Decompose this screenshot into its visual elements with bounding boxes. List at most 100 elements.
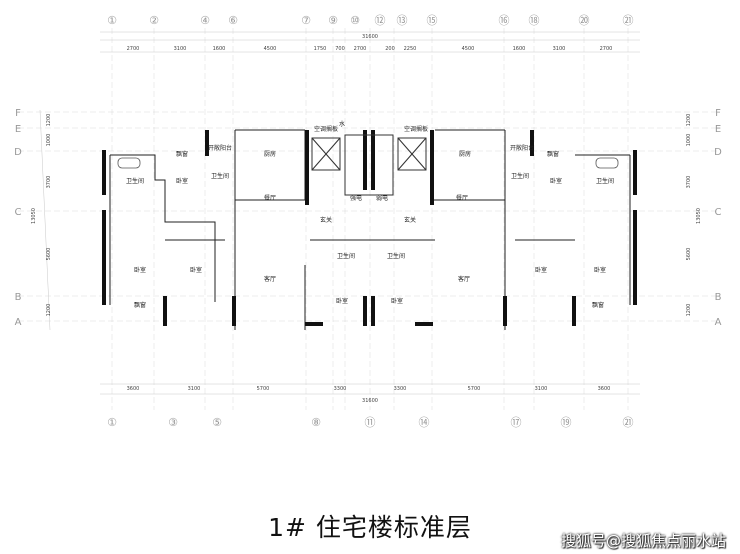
- row-axis-right-2: D: [714, 147, 722, 158]
- dim-bottom-0: 3600: [127, 386, 140, 392]
- top-axis-10: ⑯: [499, 14, 510, 27]
- dim-top-10: 1600: [513, 46, 526, 52]
- room-foyer-right: 玄关: [404, 216, 416, 224]
- dim-bottom-5: 5700: [468, 386, 481, 392]
- bottom-axis-6: ⑰: [511, 416, 522, 429]
- row-axis-right-1: E: [715, 124, 721, 135]
- room-kitchen-left: 厨房: [264, 150, 276, 158]
- room-bedroom-left-mid: 卧室: [190, 266, 202, 274]
- bottom-axis-1: ③: [168, 416, 178, 429]
- room-bathroom-left: 卫生间: [126, 177, 144, 185]
- top-axis-12: ⑳: [579, 14, 590, 27]
- watermark: 搜狐号@搜狐焦点丽水站: [560, 532, 726, 550]
- dim-right-2: 3700: [686, 176, 692, 189]
- row-axis-left-3: C: [15, 207, 22, 218]
- room-bedroom-right-small: 卧室: [550, 177, 562, 185]
- dim-left-0: 1200: [46, 114, 52, 127]
- top-axis-3: ⑥: [228, 14, 238, 27]
- dim-top-4: 1750: [314, 46, 327, 52]
- bottom-axis-4: ⑪: [365, 416, 376, 429]
- overall-dimension-bottom: 31600: [362, 398, 378, 404]
- room-open-balcony-right: 开敞阳台: [510, 144, 534, 152]
- bottom-axis-2: ⑤: [212, 416, 222, 429]
- room-bedroom-left-small: 卧室: [176, 177, 188, 185]
- room-ac-shelf-right: 空调搁板: [404, 125, 428, 133]
- room-bathroom-left-small: 卫生间: [211, 172, 229, 180]
- room-strong-elec: 强电: [350, 194, 362, 202]
- dim-top-3: 4500: [264, 46, 277, 52]
- bottom-axis-0: ①: [107, 416, 117, 429]
- dim-right-1: 1000: [686, 134, 692, 147]
- top-axis-0: ①: [107, 14, 117, 27]
- dim-right-total: 13050: [696, 208, 702, 224]
- dim-right-4: 1200: [686, 304, 692, 317]
- room-bedroom-right-mid: 卧室: [535, 266, 547, 274]
- row-axis-left-1: E: [15, 124, 21, 135]
- room-living-right: 客厅: [458, 275, 470, 283]
- room-bathroom-right-small: 卫生间: [511, 172, 529, 180]
- dim-bottom-4: 3300: [394, 386, 407, 392]
- floor-plan: 31600 31600 2700 3100 1600 4500 1750 700…: [14, 14, 722, 429]
- dim-top-11: 3100: [553, 46, 566, 52]
- dim-top-9: 4500: [462, 46, 475, 52]
- top-axis-4: ⑦: [301, 14, 311, 27]
- room-bedroom-left-large: 卧室: [134, 266, 146, 274]
- top-axis-6: ⑩: [350, 14, 360, 27]
- room-dining-left: 餐厅: [264, 194, 276, 202]
- overall-dimension-top: 31600: [362, 34, 378, 40]
- top-axis-8: ⑬: [397, 14, 408, 27]
- top-axis-13: ㉑: [623, 14, 634, 27]
- room-bay-window-left-bottom: 飘窗: [134, 301, 146, 309]
- bottom-axis-8: ㉑: [623, 416, 634, 429]
- room-bathroom-center-right: 卫生间: [387, 252, 405, 260]
- dim-bottom-3: 3300: [334, 386, 347, 392]
- dim-bottom-1: 3100: [188, 386, 201, 392]
- dim-top-8: 2250: [404, 46, 417, 52]
- dim-right-3: 5600: [686, 248, 692, 261]
- dim-bottom-6: 3100: [535, 386, 548, 392]
- room-bay-window-right-bottom: 飘窗: [592, 301, 604, 309]
- dim-left-4: 1200: [46, 304, 52, 317]
- room-ac-shelf-left: 空调搁板: [314, 125, 338, 133]
- bottom-axis-5: ⑭: [419, 416, 430, 429]
- plan-title: 1# 住宅楼标准层: [268, 513, 472, 542]
- row-axis-left-0: F: [15, 108, 21, 119]
- dim-left-3: 5600: [46, 248, 52, 261]
- room-bedroom-center-left: 卧室: [336, 297, 348, 305]
- room-open-balcony-left: 开敞阳台: [208, 144, 232, 152]
- dim-top-1: 3100: [174, 46, 187, 52]
- dim-left-2: 3700: [46, 176, 52, 189]
- room-weak-elec: 弱电: [376, 194, 388, 202]
- top-axis-11: ⑱: [529, 14, 540, 27]
- dim-top-2: 1600: [213, 46, 226, 52]
- room-bathroom-right: 卫生间: [596, 177, 614, 185]
- dim-bottom-7: 3600: [598, 386, 611, 392]
- top-axis-9: ⑮: [427, 14, 438, 27]
- row-axis-left-4: B: [15, 292, 22, 303]
- dim-top-7: 200: [385, 46, 395, 52]
- row-axis-right-5: A: [715, 317, 722, 328]
- room-kitchen-right: 厨房: [459, 150, 471, 158]
- room-bay-window-right-top: 飘窗: [547, 150, 559, 158]
- row-axis-left-5: A: [15, 317, 22, 328]
- dim-left-total: 13050: [31, 208, 37, 224]
- bottom-axis-7: ⑲: [561, 416, 572, 429]
- row-axis-right-3: C: [715, 207, 722, 218]
- dim-right-0: 1200: [686, 114, 692, 127]
- room-foyer-left: 玄关: [320, 216, 332, 224]
- top-axis-5: ⑨: [328, 14, 338, 27]
- dim-left-1: 1000: [46, 134, 52, 147]
- top-axis-1: ②: [149, 14, 159, 27]
- dim-top-12: 2700: [600, 46, 613, 52]
- row-axis-left-2: D: [14, 147, 22, 158]
- room-water: 水: [339, 120, 345, 128]
- room-bedroom-right-large: 卧室: [594, 266, 606, 274]
- dim-bottom-2: 5700: [257, 386, 270, 392]
- dim-top-0: 2700: [127, 46, 140, 52]
- room-bedroom-center-right: 卧室: [391, 297, 403, 305]
- row-axis-right-0: F: [715, 108, 721, 119]
- dim-top-5: 700: [335, 46, 345, 52]
- room-living-left: 客厅: [264, 275, 276, 283]
- top-axis-7: ⑫: [375, 14, 386, 27]
- room-bathroom-center-left: 卫生间: [337, 252, 355, 260]
